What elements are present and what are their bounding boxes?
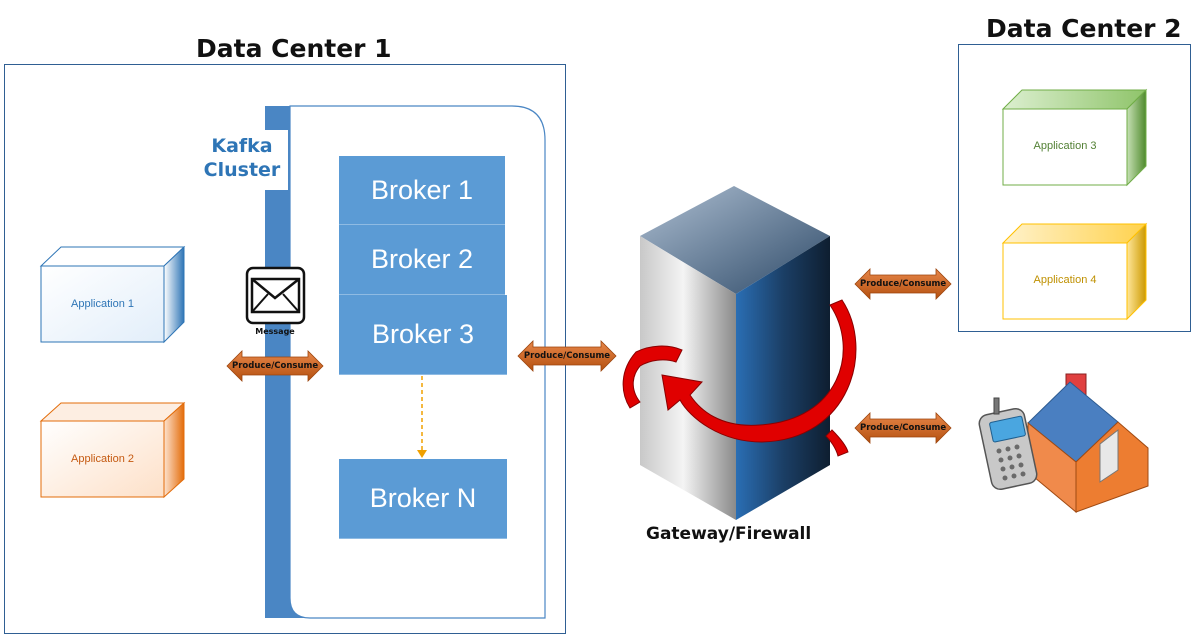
arrow-1-label: Produce/Consume bbox=[232, 361, 319, 371]
arrow-4-label: Produce/Consume bbox=[860, 423, 947, 433]
arrow-shape-2 bbox=[517, 340, 617, 372]
application-3-label: Application 3 bbox=[1033, 140, 1097, 152]
arrow-3-label: Produce/Consume bbox=[860, 279, 947, 289]
message-label: Message bbox=[255, 327, 295, 336]
kafka-cluster-label: Kafka Cluster bbox=[196, 134, 288, 182]
kafka-label-line2: Cluster bbox=[203, 159, 281, 181]
dc1-title: Data Center 1 bbox=[196, 34, 392, 63]
application-2-label: Application 2 bbox=[71, 453, 134, 465]
arrow-shape-4 bbox=[854, 412, 952, 444]
application-1-label: Application 1 bbox=[71, 298, 134, 310]
phone-icon bbox=[978, 397, 1038, 491]
arrow-shape-1 bbox=[226, 350, 324, 382]
broker-2: Broker 2 bbox=[339, 225, 505, 295]
house-icon bbox=[1027, 373, 1149, 514]
broker-1: Broker 1 bbox=[339, 156, 505, 225]
arrow-shape-3 bbox=[854, 268, 952, 300]
application-4-label: Application 4 bbox=[1033, 274, 1097, 286]
arrow-2-label: Produce/Consume bbox=[523, 351, 611, 361]
broker-3: Broker 3 bbox=[339, 295, 507, 375]
kafka-label-line1: Kafka bbox=[211, 135, 273, 157]
dc2-boundary bbox=[958, 44, 1191, 332]
broker-n: Broker N bbox=[339, 459, 507, 539]
dc2-title: Data Center 2 bbox=[986, 14, 1182, 43]
gateway-firewall-label: Gateway/Firewall bbox=[646, 524, 812, 544]
